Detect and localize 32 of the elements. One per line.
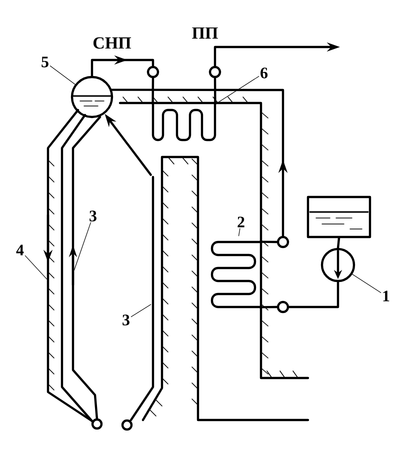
callout-number: 2 bbox=[238, 216, 244, 228]
pipe-ring bbox=[276, 236, 290, 248]
callout-number: 6 bbox=[260, 68, 268, 78]
edge-label: ПП bbox=[192, 27, 218, 39]
leader-line bbox=[238, 228, 240, 236]
feed-water-tank bbox=[306, 196, 372, 238]
pipe bbox=[336, 237, 340, 249]
economizer-coil bbox=[210, 240, 262, 308]
drum bbox=[70, 76, 114, 118]
pipe bbox=[152, 77, 154, 105]
riser-tube bbox=[121, 176, 154, 431]
pipe-arrow bbox=[90, 55, 154, 77]
pipe bbox=[288, 281, 340, 308]
pipe bbox=[214, 77, 216, 105]
edge-label: СНП bbox=[93, 37, 132, 49]
pipe bbox=[259, 240, 278, 244]
riser-tube bbox=[72, 116, 103, 430]
leader-line bbox=[216, 76, 260, 104]
pipe-ring bbox=[276, 300, 290, 314]
superheater-coil bbox=[152, 102, 216, 142]
pipe-ring bbox=[146, 66, 160, 78]
leader-line bbox=[130, 304, 152, 318]
leader-line bbox=[352, 274, 382, 293]
callout-number: 5 bbox=[42, 56, 48, 68]
leader-line bbox=[24, 255, 48, 280]
leader-line bbox=[50, 66, 76, 85]
callout-number: 4 bbox=[16, 244, 24, 256]
pipe-ring bbox=[208, 66, 222, 78]
pipe bbox=[259, 306, 278, 308]
leader-line bbox=[74, 222, 92, 270]
callout-number: 1 bbox=[383, 290, 390, 302]
pump-symbol bbox=[320, 248, 356, 282]
